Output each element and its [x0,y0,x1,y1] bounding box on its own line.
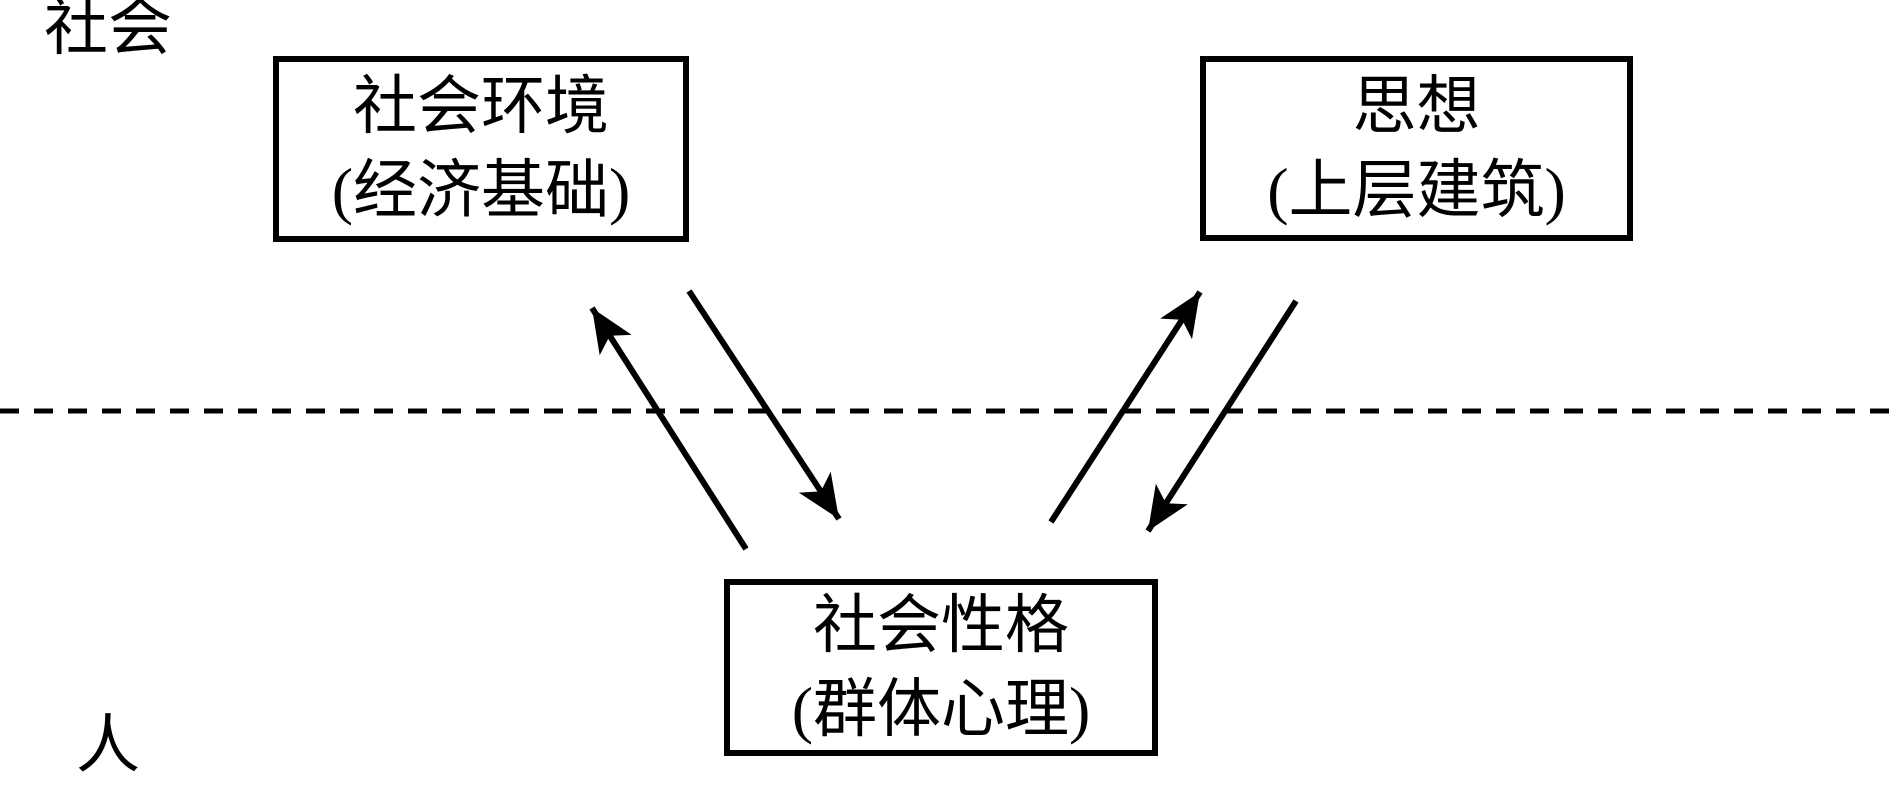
node-social-environment-title: 社会环境 [353,71,609,142]
node-thought: 思想 (上层建筑) [1200,56,1633,241]
node-social-environment-subtitle: (经济基础) [331,155,631,226]
node-social-character-title: 社会性格 [813,589,1069,661]
arrow-social-character-to-social-environment [589,306,749,551]
region-label-person: 人 [76,710,140,781]
arrow-social-character-to-thought [1048,290,1203,524]
arrow-thought-to-social-character [1145,299,1299,533]
arrow-social-environment-to-social-character [686,289,842,521]
node-social-character-subtitle: (群体心理) [791,673,1091,745]
node-thought-subtitle: (上层建筑) [1267,154,1566,226]
node-social-environment: 社会环境 (经济基础) [273,56,689,242]
region-label-society: 社会 [44,0,172,63]
node-thought-title: 思想 [1352,70,1481,142]
node-social-character: 社会性格 (群体心理) [724,579,1158,756]
